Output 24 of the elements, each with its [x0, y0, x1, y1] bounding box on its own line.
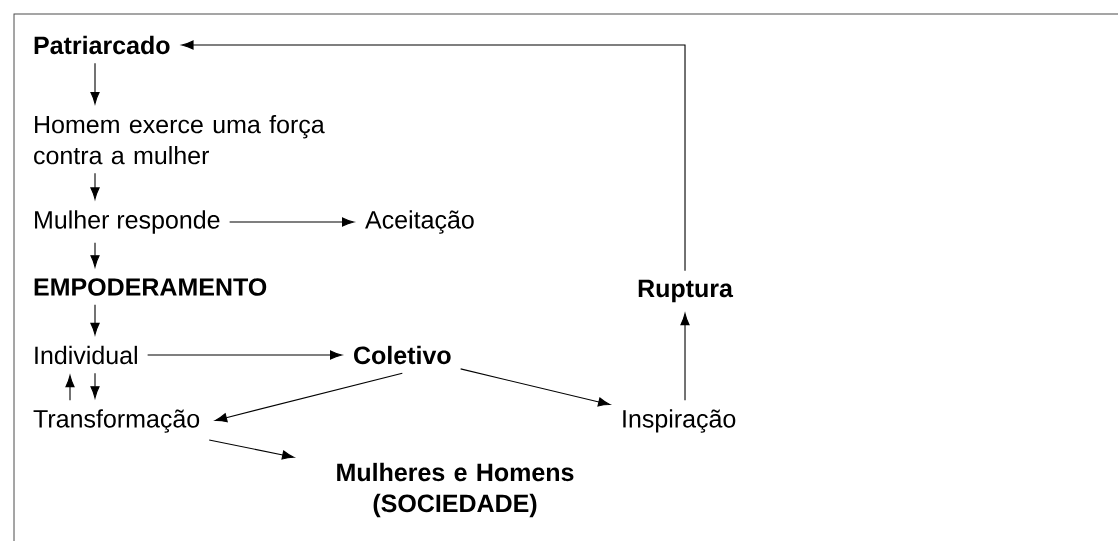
- concept-label: Individual: [35, 345, 137, 365]
- arrow: [90, 304, 100, 335]
- arrow: [208, 439, 295, 460]
- arrow: [181, 40, 686, 272]
- arrow: [229, 217, 355, 227]
- concept-label: Homem exerce uma força contra a mulher: [34, 115, 325, 165]
- arrow: [90, 62, 100, 105]
- arrow: [147, 350, 343, 360]
- concept-label: Patriarcado: [34, 35, 170, 55]
- arrow: [90, 172, 100, 200]
- concept-label: Transformação: [33, 409, 200, 433]
- concept-label: Mulher responde: [35, 210, 220, 234]
- concept-label: Mulheres e Homens (SOCIEDADE): [337, 462, 574, 518]
- arrow: [90, 372, 100, 399]
- concept-label: EMPODERAMENTO: [34, 278, 267, 296]
- arrow: [65, 375, 75, 401]
- arrow: [90, 242, 100, 268]
- concept-label: Aceitação: [365, 210, 474, 234]
- concept-label: Inspiração: [623, 409, 736, 433]
- concept-label: Coletivo: [354, 345, 451, 365]
- arrow: [460, 368, 611, 407]
- arrow: [680, 313, 690, 401]
- concept-label: Ruptura: [638, 279, 734, 303]
- arrow: [214, 372, 403, 423]
